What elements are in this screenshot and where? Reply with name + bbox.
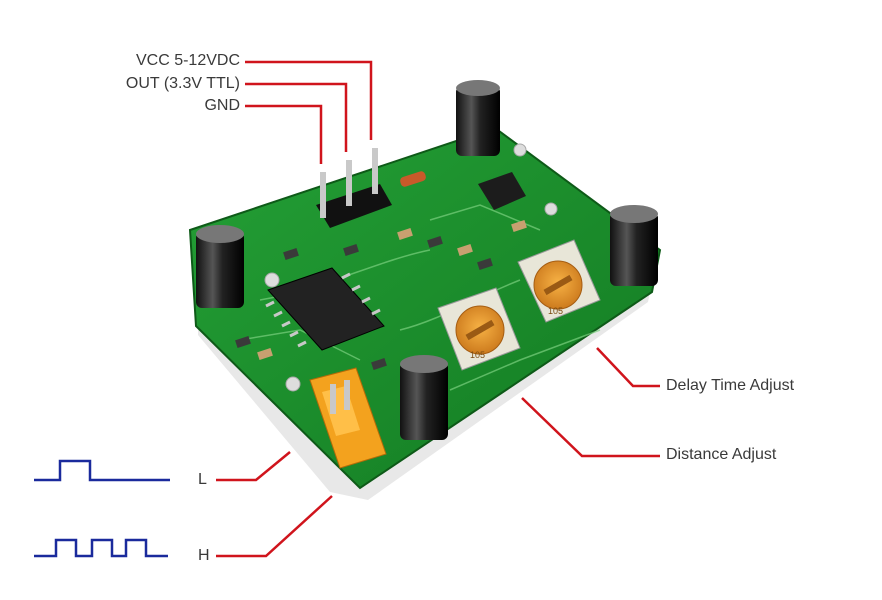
pcb-board [188, 126, 662, 500]
jumper-pin [344, 380, 350, 410]
label-delay-time-adjust: Delay Time Adjust [666, 377, 795, 394]
smd-resistor [235, 336, 251, 348]
leader-lines [216, 60, 660, 558]
potentiometer-distance: 105 [437, 287, 521, 371]
capacitor-right [610, 205, 658, 286]
pot-right-marking: 105 [548, 306, 563, 316]
capacitor-bottom [400, 355, 448, 440]
label-gnd: GND [204, 97, 240, 114]
smd-capacitor [511, 220, 527, 232]
smd-resistor [283, 248, 299, 260]
mounting-hole [544, 202, 558, 216]
leader-high [216, 495, 333, 558]
label-vcc: VCC 5-12VDC [135, 52, 240, 69]
mounting-hole [264, 272, 280, 288]
leader-distance [521, 397, 660, 458]
label-out: OUT (3.3V TTL) [125, 75, 240, 92]
waveform-low [34, 459, 170, 482]
leader-low [216, 451, 291, 482]
label-low: L [198, 471, 207, 488]
smd-components [235, 171, 527, 370]
smd-capacitor [257, 348, 273, 360]
pin-out [346, 160, 352, 206]
leader-gnd [245, 104, 323, 164]
diode [400, 171, 426, 187]
leader-delay [596, 347, 660, 388]
pin-header-base [316, 184, 392, 228]
pot-left-marking: 105 [470, 350, 485, 360]
capacitor-top [456, 80, 500, 156]
voltage-regulator [478, 172, 526, 210]
smd-resistor [427, 236, 443, 248]
header-pins [316, 148, 392, 228]
capacitor-left [196, 225, 244, 308]
potentiometer-delay: 105 [517, 239, 601, 323]
jumper-block [309, 367, 387, 469]
ic-chip [265, 267, 385, 351]
smd-resistor [477, 258, 493, 270]
mounting-hole [285, 376, 301, 392]
smd-capacitor [397, 228, 413, 240]
smd-resistor [343, 244, 359, 256]
leader-out [245, 82, 348, 152]
waveform-high [34, 538, 168, 558]
mounting-hole [513, 143, 527, 157]
jumper-pin [330, 384, 336, 414]
pin-vcc [372, 148, 378, 194]
smd-capacitor [457, 244, 473, 256]
label-distance-adjust: Distance Adjust [666, 446, 777, 463]
waveforms [34, 459, 170, 558]
smd-resistor [371, 358, 387, 370]
pin-gnd [320, 172, 326, 218]
leader-vcc [245, 60, 373, 140]
label-high: H [198, 547, 210, 564]
